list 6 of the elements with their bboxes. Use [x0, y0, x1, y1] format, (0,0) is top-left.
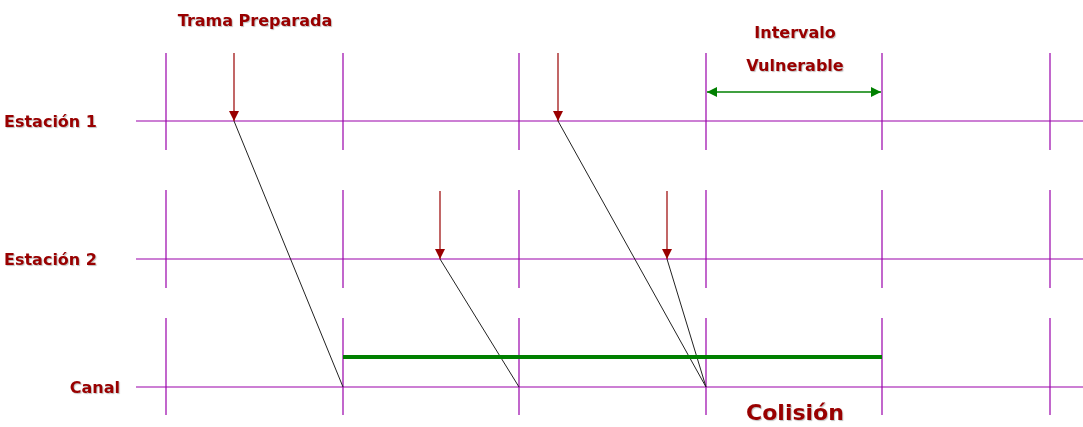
label: Canal	[68, 377, 120, 399]
label: Estación 1	[4, 111, 98, 133]
label: Colisión	[745, 399, 845, 427]
label: Trama Preparada	[176, 10, 334, 32]
label: Estación 2	[4, 249, 98, 271]
label: Intervalo Vulnerable	[745, 22, 845, 77]
